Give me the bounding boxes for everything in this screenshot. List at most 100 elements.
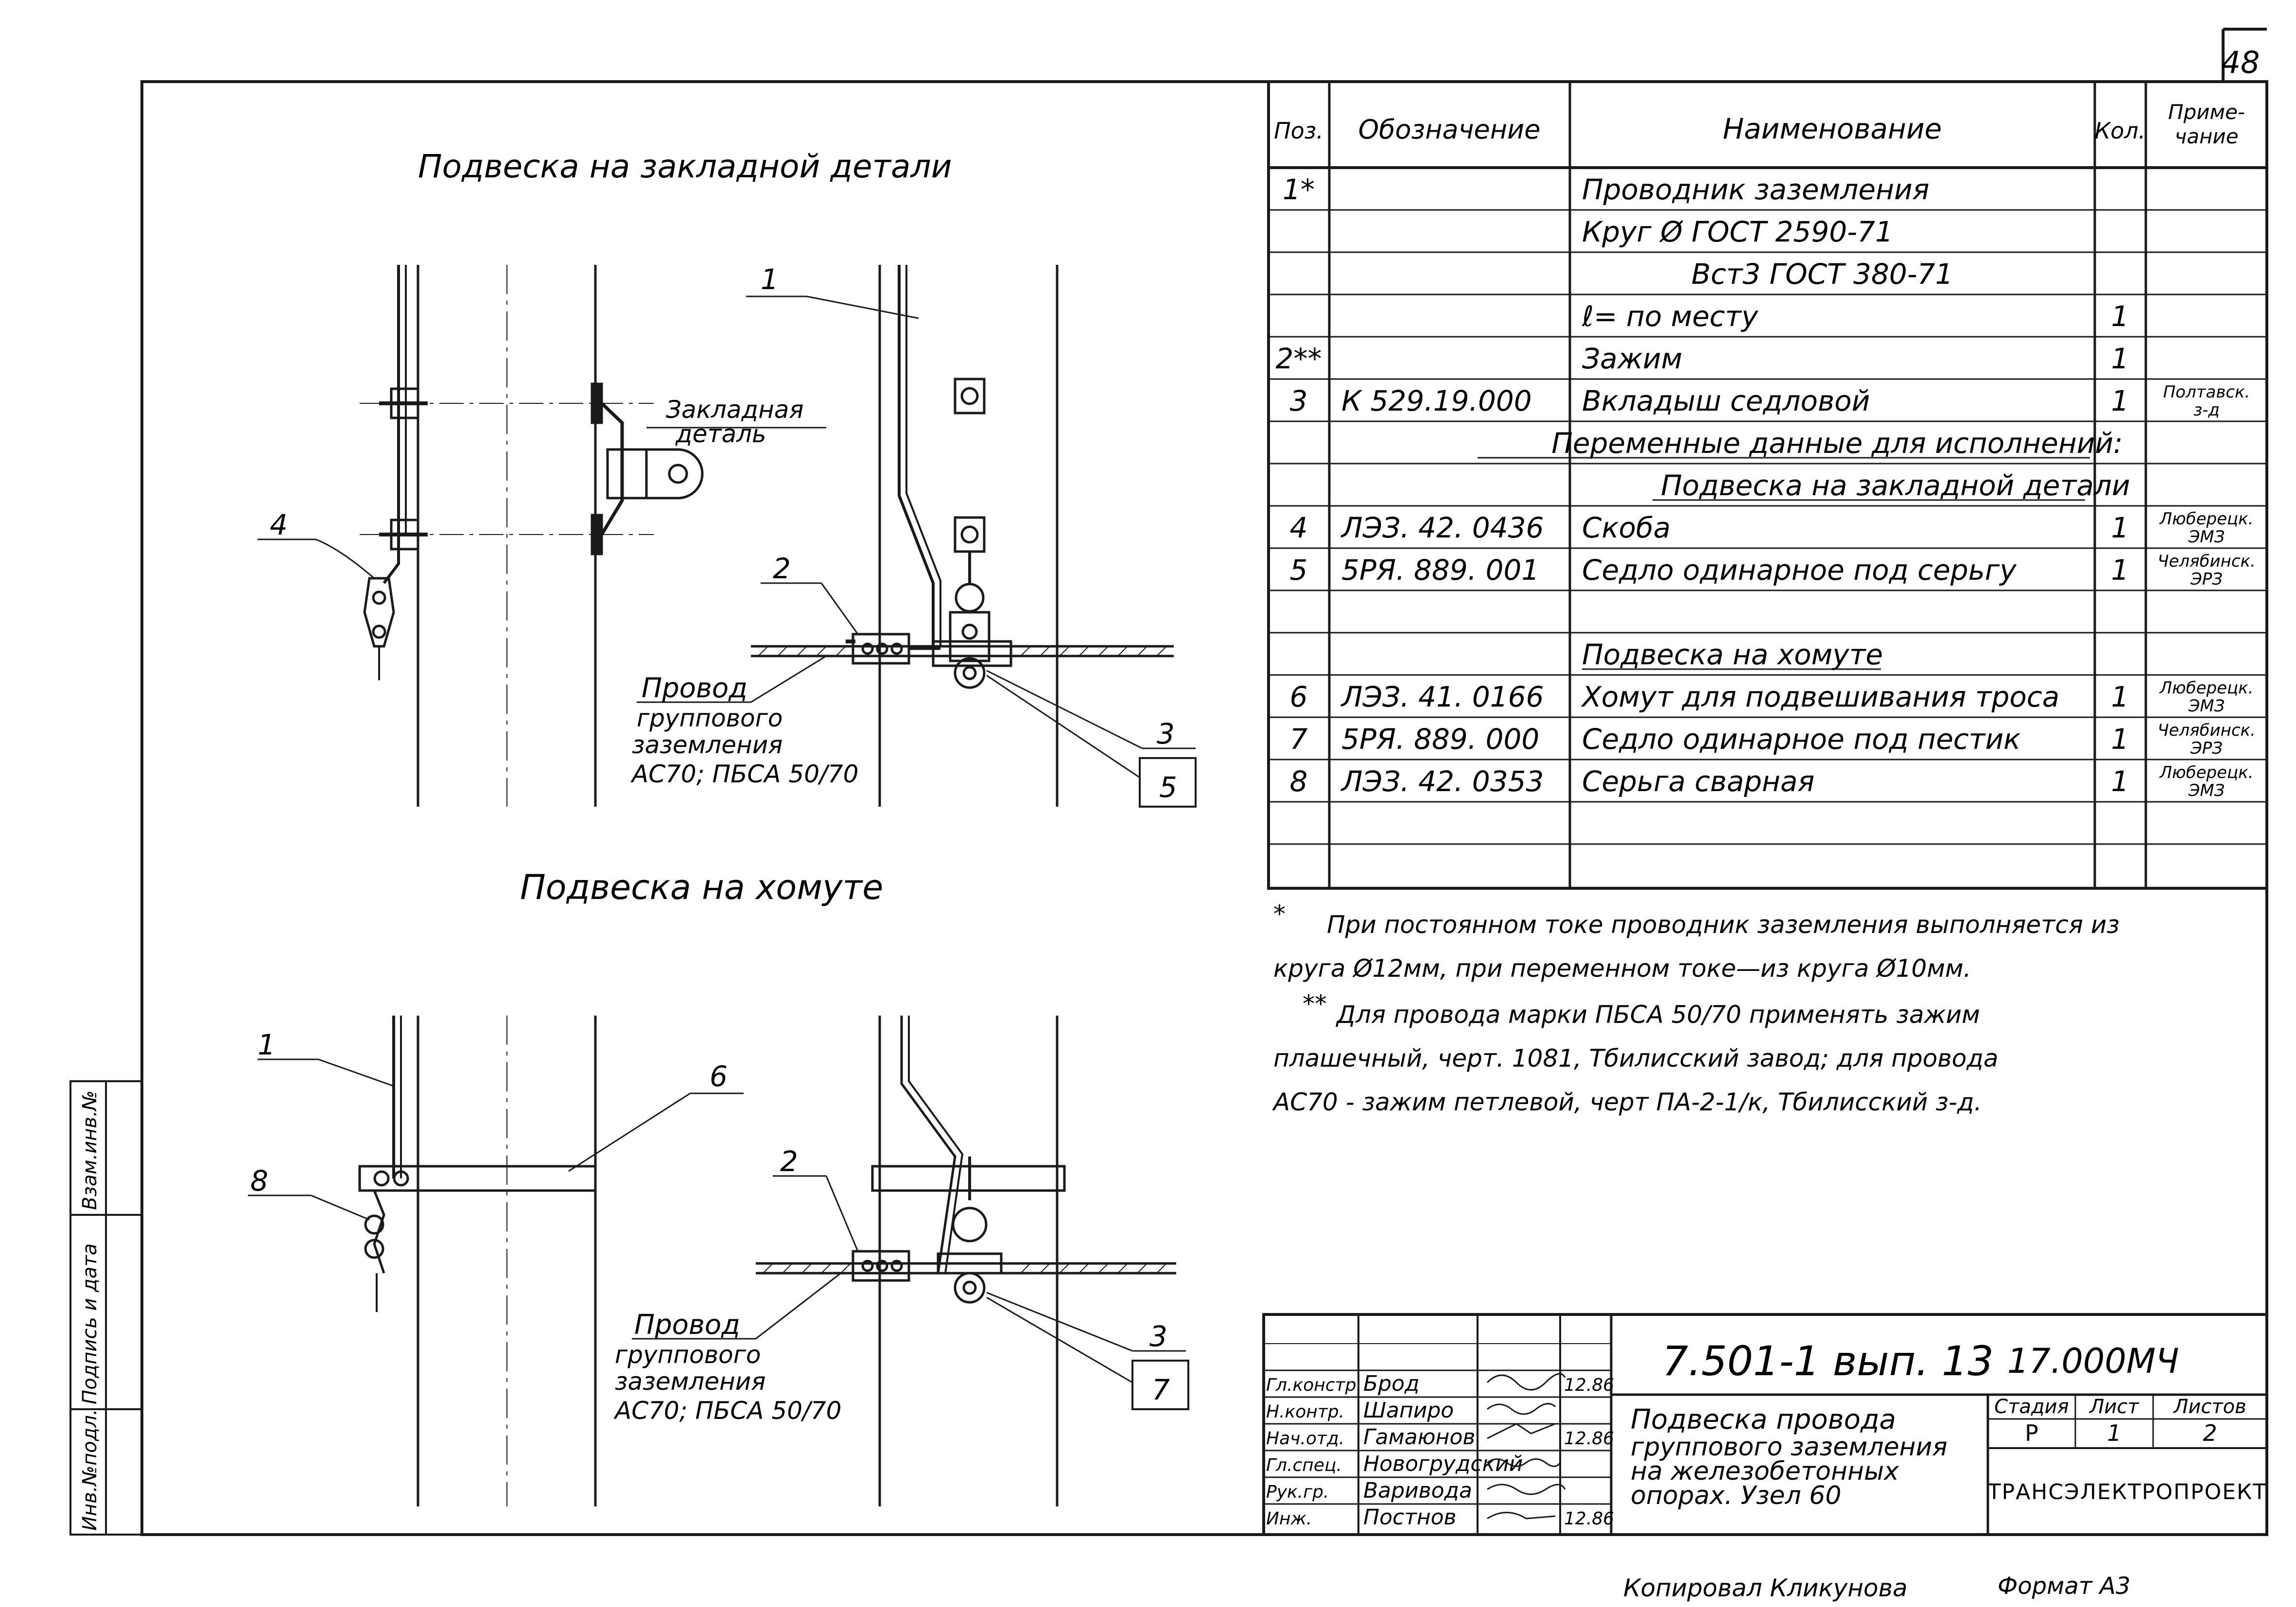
view-title-clamp: Подвеска на хомуте — [520, 867, 883, 907]
organization: ТРАНСЭЛЕКТРОПРОЕКТ — [1987, 1480, 2267, 1504]
title-description-1: Подвеска провода — [1631, 1404, 1896, 1435]
spec-cell-note: Челябинск. — [2157, 552, 2256, 571]
signer-role: Инж. — [1266, 1509, 1312, 1529]
spec-cell-name: ℓ= по месту — [1582, 300, 1758, 333]
signer-date: 12.86 — [1564, 1429, 1614, 1449]
spec-cell-note: ЭМЗ — [2188, 696, 2225, 716]
embedded-part-label-2: деталь — [675, 420, 766, 448]
spec-row: Подвеска на закладной детали — [1652, 469, 2130, 502]
side-stamp — [70, 1080, 143, 1536]
note-line: плашечный, черт. 1081, Тбилисский завод;… — [1273, 1044, 1999, 1072]
spec-cell-name: Круг Ø ГОСТ 2590-71 — [1582, 215, 1893, 248]
spec-header-name: Наименование — [1723, 112, 1942, 145]
signer-role: Н.контр. — [1266, 1402, 1344, 1422]
sheet-header: Лист — [2088, 1396, 2139, 1418]
sheet-number: 48 — [2222, 45, 2260, 80]
pole-top-left — [360, 265, 826, 807]
title-block-grid — [1262, 1313, 2268, 1536]
spec-cell-qty: 1 — [2111, 680, 2129, 713]
spec-cell-name: Вкладыш седловой — [1582, 384, 1870, 417]
spec-cell-note: ЭРЗ — [2190, 570, 2223, 589]
spec-cell-qty: 1 — [2111, 342, 2129, 375]
spec-cell-name: Подвеска на хомуте — [1582, 638, 1883, 671]
spec-cell-name: Проводник заземления — [1582, 173, 1930, 206]
svg-text:Провод: Провод — [642, 673, 748, 704]
spec-cell-qty: 1 — [2111, 300, 2129, 333]
callout-1-bottom: 1 — [258, 1028, 276, 1061]
spec-cell-name: Седло одинарное под серьгу — [1582, 553, 2017, 587]
callout-7-bottom: 7 — [1152, 1373, 1170, 1406]
spec-header-note-1: Приме- — [2168, 100, 2245, 124]
spec-cell-pos: 1* — [1283, 173, 1315, 206]
svg-text:группового: группового — [637, 704, 783, 732]
spec-cell-pos: 8 — [1290, 765, 1308, 798]
signer-date: 12.86 — [1564, 1509, 1614, 1529]
spec-cell-note: ЭМЗ — [2188, 527, 2225, 547]
spec-row: 1* Проводник заземления — [1283, 173, 1930, 206]
spec-table-grid — [1267, 80, 2268, 890]
spec-row: Круг Ø ГОСТ 2590-71 — [1582, 215, 1893, 248]
note-mark: * — [1273, 900, 1286, 928]
callout-4 — [258, 538, 375, 579]
stage-header: Стадия — [1994, 1396, 2069, 1418]
signer-role: Гл.спец. — [1266, 1455, 1342, 1475]
pole-bottom-left — [358, 1016, 597, 1506]
signatures — [1486, 1373, 1566, 1520]
pole-top-right — [751, 265, 1174, 807]
wire-label-bottom: Провод группового заземления АС70; ПБСА … — [613, 1272, 841, 1425]
spec-cell-designation: 5РЯ. 889. 000 — [1341, 723, 1539, 756]
callout-2-top: 2 — [773, 552, 791, 585]
spec-row: Подвеска на хомуте — [1582, 638, 1883, 671]
signer-role: Нач.отд. — [1266, 1429, 1344, 1449]
spec-table-row-lines — [1269, 209, 2267, 845]
wire-label-top: Провод группового заземления АС70; ПБСА … — [630, 655, 858, 788]
stage-value: Р — [2025, 1420, 2038, 1446]
svg-text:АС70; ПБСА 50/70: АС70; ПБСА 50/70 — [630, 760, 858, 788]
spec-cell-name: Переменные данные для исполнений: — [1551, 427, 2122, 460]
spec-row: Переменные данные для исполнений: — [1478, 427, 2123, 460]
note-line: При постоянном токе проводник заземления… — [1327, 911, 2120, 939]
spec-cell-designation: ЛЭЗ. 42. 0436 — [1340, 511, 1544, 544]
callout-5-top: 5 — [1159, 771, 1177, 804]
note-line: круга Ø12мм, при переменном токе—из круг… — [1273, 954, 1971, 983]
wire-hatch-bottom — [763, 1263, 1167, 1274]
spec-cell-note: ЭРЗ — [2190, 739, 2223, 758]
spec-cell-name: Вст3 ГОСТ 380-71 — [1691, 258, 1953, 291]
spec-cell-qty: 1 — [2111, 765, 2129, 798]
spec-row: Вст3 ГОСТ 380-71 — [1691, 258, 1953, 291]
title-description-3: на железобетонных — [1631, 1457, 1899, 1486]
signer-name: Гамаюнов — [1363, 1425, 1475, 1450]
spec-header-pos: Поз. — [1274, 118, 1323, 144]
spec-cell-name: Серьга сварная — [1582, 765, 1814, 798]
spec-cell-designation: 5РЯ. 889. 001 — [1341, 553, 1539, 587]
spec-cell-note: Полтавск. — [2163, 382, 2250, 402]
spec-cell-designation: ЛЭЗ. 42. 0353 — [1340, 765, 1544, 798]
signer-name: Брод — [1363, 1371, 1419, 1396]
side-stamp-replace: Взам.инв.№ — [79, 1090, 101, 1210]
spec-cell-name: Седло одинарное под пестик — [1582, 723, 2020, 756]
signer-name: Шапиро — [1363, 1398, 1454, 1423]
callout-2-bottom: 2 — [780, 1145, 798, 1178]
callout-6-bottom: 6 — [710, 1060, 728, 1093]
spec-cell-designation: ЛЭЗ. 41. 0166 — [1340, 680, 1544, 713]
callout-3-bottom: 3 — [1149, 1320, 1167, 1353]
spec-header-designation: Обозначение — [1358, 114, 1541, 145]
signer-name: Новогрудский — [1363, 1451, 1523, 1476]
spec-header-note-2: чание — [2174, 124, 2238, 148]
note-line: Для провода марки ПБСА 50/70 применять з… — [1336, 1001, 1980, 1029]
wire-hatch-top — [758, 646, 1167, 657]
sheet-frame — [140, 28, 2268, 1536]
sheets-header: Листов — [2173, 1396, 2246, 1418]
sheet-value: 1 — [2107, 1420, 2121, 1446]
notes-block: * При постоянном токе проводник заземлени… — [1272, 900, 2120, 1116]
svg-text:Провод: Провод — [634, 1309, 740, 1341]
note-line: АС70 - зажим петлевой, черт ПА-2-1/к, Тб… — [1272, 1088, 1982, 1116]
